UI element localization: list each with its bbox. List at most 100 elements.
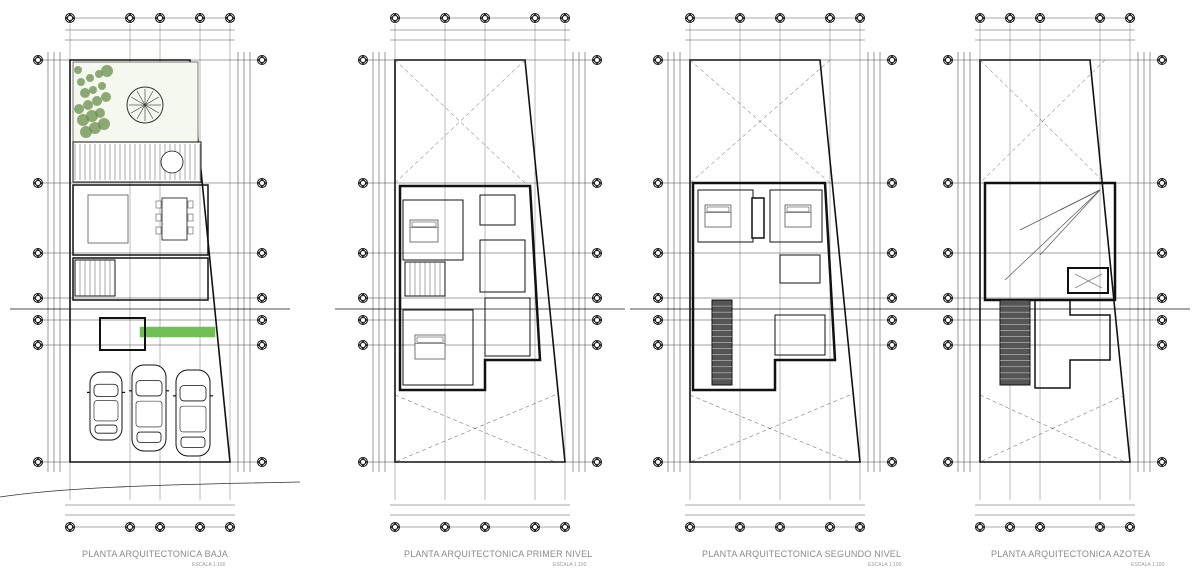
grid-marker-center bbox=[260, 296, 264, 300]
grid-axis-marker bbox=[225, 522, 235, 532]
plan-primer bbox=[335, 13, 625, 532]
bedroom-2 bbox=[479, 239, 526, 293]
garden-shrub bbox=[101, 92, 111, 102]
car-roof bbox=[135, 400, 163, 428]
garden-shrub bbox=[98, 82, 106, 90]
entry-vestibule bbox=[99, 317, 146, 351]
grid-axis-marker bbox=[592, 55, 602, 65]
grid-marker-center bbox=[890, 296, 894, 300]
grid-marker-center bbox=[1160, 460, 1164, 464]
garden-shrub bbox=[95, 70, 103, 78]
site-boundary bbox=[394, 59, 566, 463]
grid-axis-marker bbox=[943, 178, 953, 188]
grid-axis-marker bbox=[1157, 293, 1167, 303]
grid-axis-marker bbox=[685, 13, 695, 23]
grid-axis-marker bbox=[1005, 522, 1015, 532]
grid-marker-center bbox=[361, 181, 365, 185]
stair-icon bbox=[404, 261, 446, 297]
grid-axis-marker bbox=[440, 522, 450, 532]
car-rear-window bbox=[136, 431, 162, 443]
bed-icon bbox=[409, 219, 439, 243]
grid-axis-marker bbox=[825, 522, 835, 532]
closet-bath bbox=[484, 297, 531, 357]
bathroom-2 bbox=[779, 254, 821, 284]
grid-marker-center bbox=[260, 318, 264, 322]
garden-shrub bbox=[95, 108, 105, 118]
grid-axis-marker bbox=[65, 522, 75, 532]
grid-marker-center bbox=[443, 16, 447, 20]
garden-shrub bbox=[86, 74, 94, 82]
plan-title-baja: PLANTA ARQUITECTONICA BAJA bbox=[82, 549, 228, 559]
grid-axis-marker bbox=[530, 522, 540, 532]
tinaco-x bbox=[1074, 273, 1103, 289]
grid-marker-center bbox=[946, 58, 950, 62]
grid-axis-marker bbox=[943, 340, 953, 350]
grid-marker-center bbox=[443, 525, 447, 529]
grid-axis-marker bbox=[390, 13, 400, 23]
grid-axis-marker bbox=[358, 457, 368, 467]
plan-scale-segundo-nivel: ESCALA 1:100 bbox=[868, 562, 902, 568]
grid-marker-center bbox=[656, 343, 660, 347]
grid-marker-center bbox=[361, 343, 365, 347]
grid-axis-marker bbox=[653, 315, 663, 325]
grid-marker-center bbox=[858, 525, 862, 529]
roof-slope-line bbox=[1059, 189, 1101, 211]
grid-axis-marker bbox=[257, 293, 267, 303]
plan-title-segundo-nivel: PLANTA ARQUITECTONICA SEGUNDO NIVEL bbox=[702, 549, 902, 559]
stair-cover bbox=[1034, 299, 1111, 389]
grid-marker-center bbox=[533, 525, 537, 529]
bed-icon bbox=[704, 204, 732, 228]
grid-marker-center bbox=[890, 58, 894, 62]
stair-icon bbox=[999, 299, 1031, 386]
grid-marker-center bbox=[483, 525, 487, 529]
grid-axis-marker bbox=[257, 178, 267, 188]
grid-axis-marker bbox=[560, 522, 570, 532]
grid-axis-marker bbox=[1157, 248, 1167, 258]
grid-axis-marker bbox=[887, 457, 897, 467]
grid-axis-marker bbox=[887, 315, 897, 325]
dining-table bbox=[155, 197, 194, 241]
car-windshield bbox=[93, 383, 119, 397]
garden-shrub bbox=[80, 126, 92, 138]
grid-marker-center bbox=[361, 460, 365, 464]
grid-axis-marker bbox=[1157, 55, 1167, 65]
grid-marker-center bbox=[978, 16, 982, 20]
grid-marker-center bbox=[890, 460, 894, 464]
grid-axis-marker bbox=[1157, 178, 1167, 188]
grid-marker-center bbox=[595, 343, 599, 347]
grid-marker-center bbox=[890, 251, 894, 255]
car-windshield bbox=[135, 380, 163, 397]
grid-marker-center bbox=[1098, 16, 1102, 20]
tree-branch bbox=[136, 104, 146, 120]
dining-chair bbox=[187, 213, 194, 222]
kitchen-island bbox=[87, 194, 129, 244]
grid-marker-center bbox=[36, 296, 40, 300]
car-body bbox=[175, 369, 211, 457]
grid-marker-center bbox=[260, 460, 264, 464]
tree-branch bbox=[136, 90, 146, 106]
grid-axis-marker bbox=[592, 178, 602, 188]
grid-marker-center bbox=[946, 296, 950, 300]
grid-axis-marker bbox=[975, 522, 985, 532]
terrace bbox=[774, 314, 826, 356]
grid-marker-center bbox=[890, 181, 894, 185]
tree-branch bbox=[144, 104, 160, 114]
bed-frame bbox=[409, 219, 439, 243]
grid-marker-center bbox=[1160, 296, 1164, 300]
grid-marker-center bbox=[393, 16, 397, 20]
grid-marker-center bbox=[828, 16, 832, 20]
grid-axis-marker bbox=[257, 457, 267, 467]
grid-axis-marker bbox=[358, 248, 368, 258]
grid-axis-marker bbox=[943, 248, 953, 258]
grid-axis-marker bbox=[825, 13, 835, 23]
service-area bbox=[72, 257, 209, 301]
tree-branch bbox=[144, 90, 154, 106]
grid-marker-center bbox=[158, 16, 162, 20]
building-outline bbox=[398, 184, 542, 392]
tree-branch bbox=[144, 104, 154, 120]
garden-shrub bbox=[89, 122, 101, 134]
garden-shrub bbox=[83, 100, 93, 110]
plan-title-primer-nivel: PLANTA ARQUITECTONICA PRIMER NIVEL bbox=[404, 549, 593, 559]
car-body bbox=[89, 371, 123, 441]
grid-marker-center bbox=[36, 58, 40, 62]
